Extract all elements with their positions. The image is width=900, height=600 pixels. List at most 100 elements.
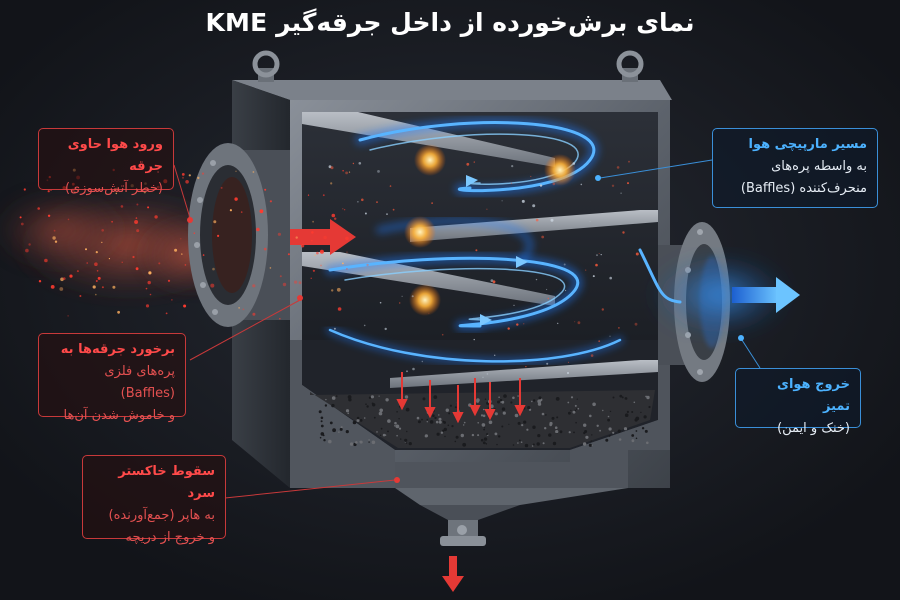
- spark-particle: [574, 321, 576, 323]
- ash-particle: [387, 419, 391, 423]
- spark-particle: [269, 200, 272, 203]
- falling-ash-arrow-head: [514, 405, 526, 417]
- ash-particle: [322, 434, 325, 437]
- spark-particle: [595, 263, 598, 267]
- ash-particle: [559, 430, 563, 434]
- spark-particle: [311, 231, 314, 234]
- ash-particle: [555, 397, 560, 401]
- ash-particle: [394, 425, 396, 427]
- ash-particle: [320, 416, 324, 420]
- spark-particle: [501, 200, 503, 202]
- spark-particle: [473, 161, 475, 163]
- falling-ash-arrow-head: [424, 407, 436, 419]
- ash-particle: [619, 394, 623, 398]
- ash-particle: [448, 412, 451, 415]
- ash-particle: [517, 421, 521, 425]
- ash-particle: [545, 414, 547, 416]
- ash-particle: [512, 444, 515, 446]
- ash-particle: [496, 443, 498, 446]
- ash-particle: [368, 396, 372, 399]
- ash-particle: [487, 407, 490, 409]
- spark-particle: [50, 285, 55, 289]
- ash-particle: [438, 417, 442, 421]
- spark-particle: [635, 252, 639, 256]
- ash-particle: [445, 408, 449, 412]
- spark-particle: [323, 235, 327, 240]
- ash-particle: [617, 429, 621, 433]
- falling-ash-arrow-head: [469, 405, 481, 417]
- ash-particle: [444, 435, 446, 438]
- spark-particle: [523, 323, 525, 325]
- ash-particle: [324, 404, 328, 407]
- ash-particle: [447, 424, 450, 427]
- spark-particle: [263, 247, 267, 251]
- ash-particle: [520, 441, 523, 444]
- spark-particle: [389, 185, 392, 187]
- ash-particle: [372, 403, 376, 407]
- ash-particle: [320, 424, 324, 428]
- spark-particle: [252, 284, 256, 288]
- ash-particle: [605, 438, 609, 442]
- ash-particle: [434, 416, 437, 420]
- spark-particle: [183, 304, 187, 308]
- spark-particle: [566, 371, 570, 375]
- ash-particle: [368, 439, 370, 441]
- spark-particle: [117, 310, 120, 314]
- ash-particle: [523, 420, 527, 424]
- spark-particle: [557, 322, 559, 325]
- spark-particle: [376, 201, 378, 203]
- spark-particle: [580, 183, 583, 186]
- ash-particle: [371, 440, 376, 445]
- spark-particle: [202, 254, 205, 256]
- spark-particle: [399, 302, 401, 304]
- ash-particle: [449, 404, 452, 407]
- spark-particle: [343, 209, 346, 211]
- ash-particle: [455, 435, 459, 439]
- ash-particle: [526, 428, 529, 431]
- spark-particle: [132, 255, 135, 259]
- spark-particle: [184, 264, 187, 266]
- ash-particle: [532, 425, 536, 429]
- ash-particle: [583, 431, 586, 435]
- spark-particle: [147, 206, 150, 209]
- spark-particle: [148, 271, 152, 275]
- ash-particle: [331, 403, 335, 408]
- ash-particle: [405, 407, 410, 412]
- callout-collision-line3: و خاموش شدن آن‌ها: [63, 408, 175, 423]
- ash-particle: [349, 442, 354, 446]
- ash-particle: [641, 427, 645, 430]
- spark-particle: [181, 253, 183, 255]
- spark-particle: [572, 162, 576, 165]
- spark-particle: [171, 299, 173, 301]
- spark-particle: [212, 267, 215, 271]
- ash-particle: [426, 418, 429, 421]
- callout-collision: برخورد جرقه‌ها به پره‌های فلزی (Baffles)…: [38, 333, 186, 423]
- ash-particle: [359, 440, 362, 443]
- ash-particle: [575, 408, 578, 410]
- spark-particle: [201, 172, 205, 175]
- ash-particle: [591, 444, 593, 446]
- ash-particle: [536, 442, 540, 446]
- spark-particle: [25, 248, 29, 253]
- ash-particle: [359, 419, 363, 422]
- sparks: [404, 144, 576, 316]
- ash-particle: [568, 431, 571, 434]
- ash-particle: [508, 423, 510, 425]
- ash-particle: [340, 426, 343, 429]
- spark-particle: [421, 360, 423, 363]
- spark-particle: [473, 338, 475, 341]
- spark-particle: [386, 213, 388, 216]
- ash-particle: [482, 441, 486, 445]
- spark-particle: [511, 165, 514, 168]
- spark-particle: [294, 280, 298, 284]
- ash-particle: [396, 434, 398, 437]
- ash-particle: [646, 395, 650, 400]
- spark-particle: [112, 285, 116, 289]
- ash-particle: [429, 420, 434, 424]
- ash-particle: [607, 415, 610, 418]
- ash-particle: [531, 445, 534, 447]
- ash-particle: [347, 395, 352, 399]
- ash-particle: [353, 442, 357, 447]
- spark-particle: [44, 258, 48, 263]
- ash-particle: [345, 409, 350, 413]
